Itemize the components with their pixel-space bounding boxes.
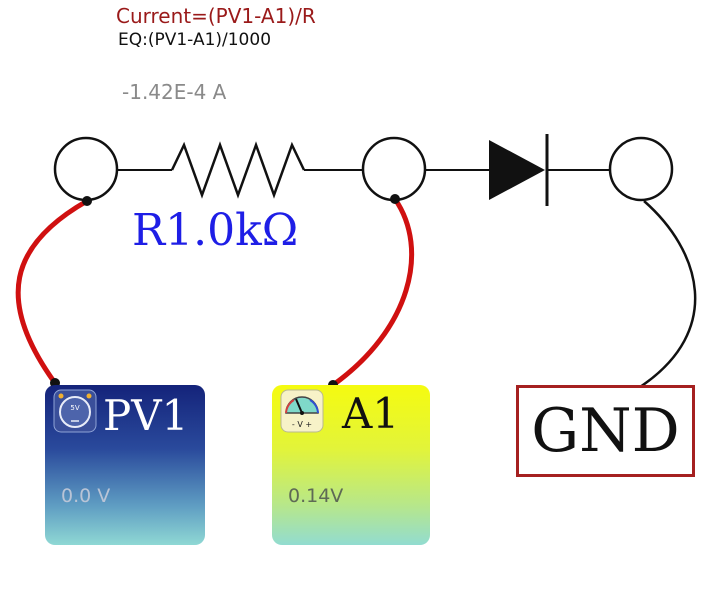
resistor-label[interactable]: R1.0kΩ xyxy=(132,205,299,256)
a1-name: A1 xyxy=(342,389,400,438)
formula-title: Current=(PV1-A1)/R xyxy=(116,4,316,28)
pv1-name: PV1 xyxy=(103,391,189,440)
pv1-value: 0.0 V xyxy=(61,485,111,507)
formula-equation: EQ:(PV1-A1)/1000 xyxy=(118,30,272,50)
dial-knob-icon: 5V xyxy=(53,389,97,433)
wire-gnd[interactable] xyxy=(639,200,697,389)
diode-symbol[interactable] xyxy=(489,140,545,200)
gnd-block[interactable]: GND xyxy=(516,385,695,477)
meter-label: - V + xyxy=(292,420,312,429)
gnd-label: GND xyxy=(531,396,680,466)
a1-card[interactable]: - V + A1 0.14V xyxy=(272,385,430,545)
node-2[interactable] xyxy=(361,136,427,202)
formula-result: -1.42E-4 A xyxy=(122,80,227,104)
wire-a1[interactable] xyxy=(330,196,415,388)
node-3[interactable] xyxy=(608,136,674,202)
resistor-symbol[interactable] xyxy=(170,141,306,199)
node-1[interactable] xyxy=(53,136,119,202)
connection-dot xyxy=(390,194,400,204)
connection-dot xyxy=(82,196,92,206)
dial-label: 5V xyxy=(70,404,79,412)
pv1-card[interactable]: 5V PV1 0.0 V xyxy=(45,385,205,545)
voltmeter-icon: - V + xyxy=(280,389,324,433)
wire-pv1[interactable] xyxy=(15,198,90,386)
a1-value: 0.14V xyxy=(288,485,344,507)
